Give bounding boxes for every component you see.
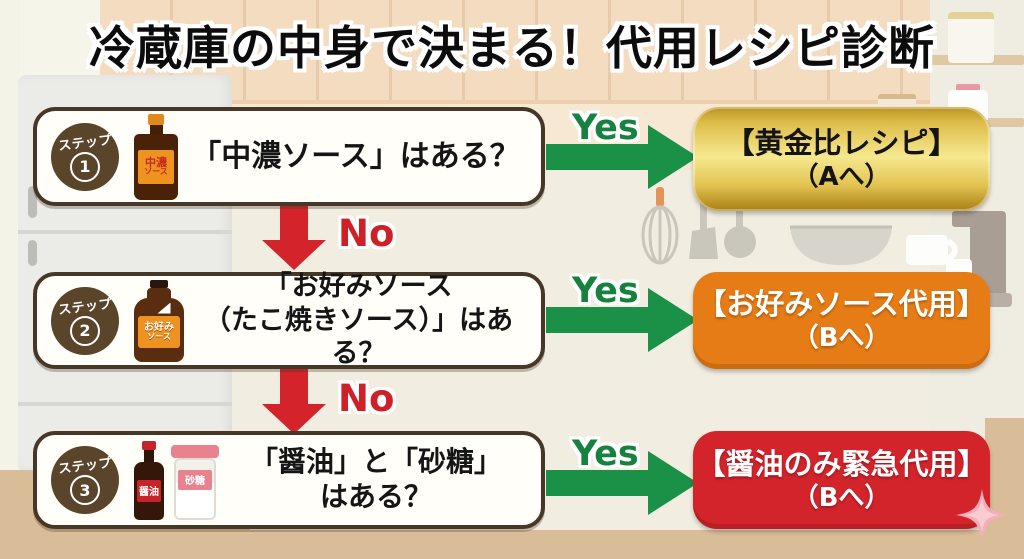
soy-sauce-bottle-icon: 醤油 — [134, 440, 164, 520]
bottle-body: お好み ソース — [134, 297, 184, 362]
no-arrow-1-head — [262, 240, 326, 270]
kitchen-floor — [0, 530, 1024, 559]
no-label-2: No — [338, 377, 395, 420]
step-3-question-box: ステップ 3 醤油 砂糖 — [33, 431, 545, 529]
cup-icon — [906, 235, 958, 265]
yes-arrow-2 — [546, 307, 648, 333]
fridge-handle — [28, 186, 37, 218]
page-title: 冷蔵庫の中身で決まる！代用レシピ診断 — [89, 21, 935, 75]
bottle-cap — [150, 279, 168, 288]
chuno-sauce-bottle-icon: 中濃 ソース — [134, 113, 178, 200]
bottle-logo — [157, 302, 171, 314]
okonomi-sauce-bottle-icon: お好み ソース — [134, 279, 184, 362]
jar-label: 砂糖 — [178, 469, 212, 490]
yes-arrow-1 — [546, 144, 648, 170]
bottle-neck — [149, 124, 163, 134]
bottle-body: 醤油 — [134, 461, 164, 520]
step-1-icons: 中濃 ソース — [134, 113, 178, 200]
yes-arrow-2-head — [648, 288, 698, 352]
bottle-cap — [148, 113, 164, 125]
yes-arrow-3-head — [648, 451, 698, 515]
step-1-question-box: ステップ 1 中濃 ソース 「中濃ソース」はある？ — [33, 107, 545, 206]
sparkle-icon — [956, 489, 1008, 541]
no-arrow-2-head — [262, 404, 326, 434]
step-2-badge: ステップ 2 — [51, 286, 119, 355]
no-label-1: No — [338, 212, 395, 255]
step-2-icons: お好み ソース — [134, 279, 184, 362]
yes-label-3: Yes — [572, 434, 639, 474]
step-badge-number: 3 — [70, 475, 100, 505]
sugar-jar-icon: 砂糖 — [171, 444, 219, 520]
kitchen-cabinets — [100, 0, 930, 104]
result-soy-emergency-substitute-box: 【醤油のみ緊急代用】 （Bへ） — [693, 431, 990, 529]
step-3-question: 「醤油」と「砂糖」 はある？ — [249, 445, 502, 513]
step-badge-label: ステップ — [57, 296, 113, 318]
yes-label-2: Yes — [572, 271, 639, 311]
bottle-neck — [147, 287, 171, 298]
yes-arrow-1-head — [648, 125, 698, 189]
step-3-badge: ステップ 3 — [51, 446, 119, 514]
whisk-icon — [641, 187, 679, 265]
step-3-icons: 醤油 砂糖 — [134, 440, 219, 520]
fridge-door-seam — [18, 230, 232, 234]
fridge-door-seam — [18, 402, 232, 406]
jar-body: 砂糖 — [174, 457, 216, 520]
result-okonomi-substitute-box: 【お好みソース代用】 （Bへ） — [693, 272, 990, 369]
yes-arrow-3 — [546, 470, 648, 496]
result-golden-ratio-recipe-box: 【黄金比レシピ】 （Aへ） — [693, 107, 990, 211]
step-badge-label: ステップ — [57, 455, 113, 478]
bottle-label: 醤油 — [137, 479, 161, 502]
bottle-body: 中濃 ソース — [134, 133, 178, 200]
step-2-question: 「お好みソース （たこ焼きソース）」はある？ — [203, 271, 514, 370]
no-arrow-2 — [280, 366, 308, 404]
canister-icon — [948, 12, 994, 63]
bottle-label: お好み ソース — [138, 315, 180, 348]
yes-label-1: Yes — [572, 108, 639, 148]
step-1-badge: ステップ 1 — [51, 122, 119, 191]
step-2-question-box: ステップ 2 お好み ソース 「お好みソース （たこ焼きソース）」はある？ — [33, 271, 545, 370]
milk-bottle-cap-icon — [956, 84, 980, 92]
bottle-cap — [142, 440, 156, 450]
wall-left-strip — [0, 0, 20, 470]
step-badge-number: 1 — [70, 151, 100, 182]
bottle-neck — [144, 449, 154, 462]
spice-jar-icon — [878, 94, 916, 111]
step-1-question: 「中濃ソース」はある？ — [191, 138, 520, 174]
step-badge-label: ステップ — [57, 132, 113, 154]
no-arrow-1 — [280, 202, 308, 240]
jar-lid — [171, 444, 219, 458]
fridge-handle — [28, 240, 37, 266]
bottle-label: 中濃 ソース — [138, 149, 174, 184]
step-badge-number: 2 — [70, 315, 100, 346]
